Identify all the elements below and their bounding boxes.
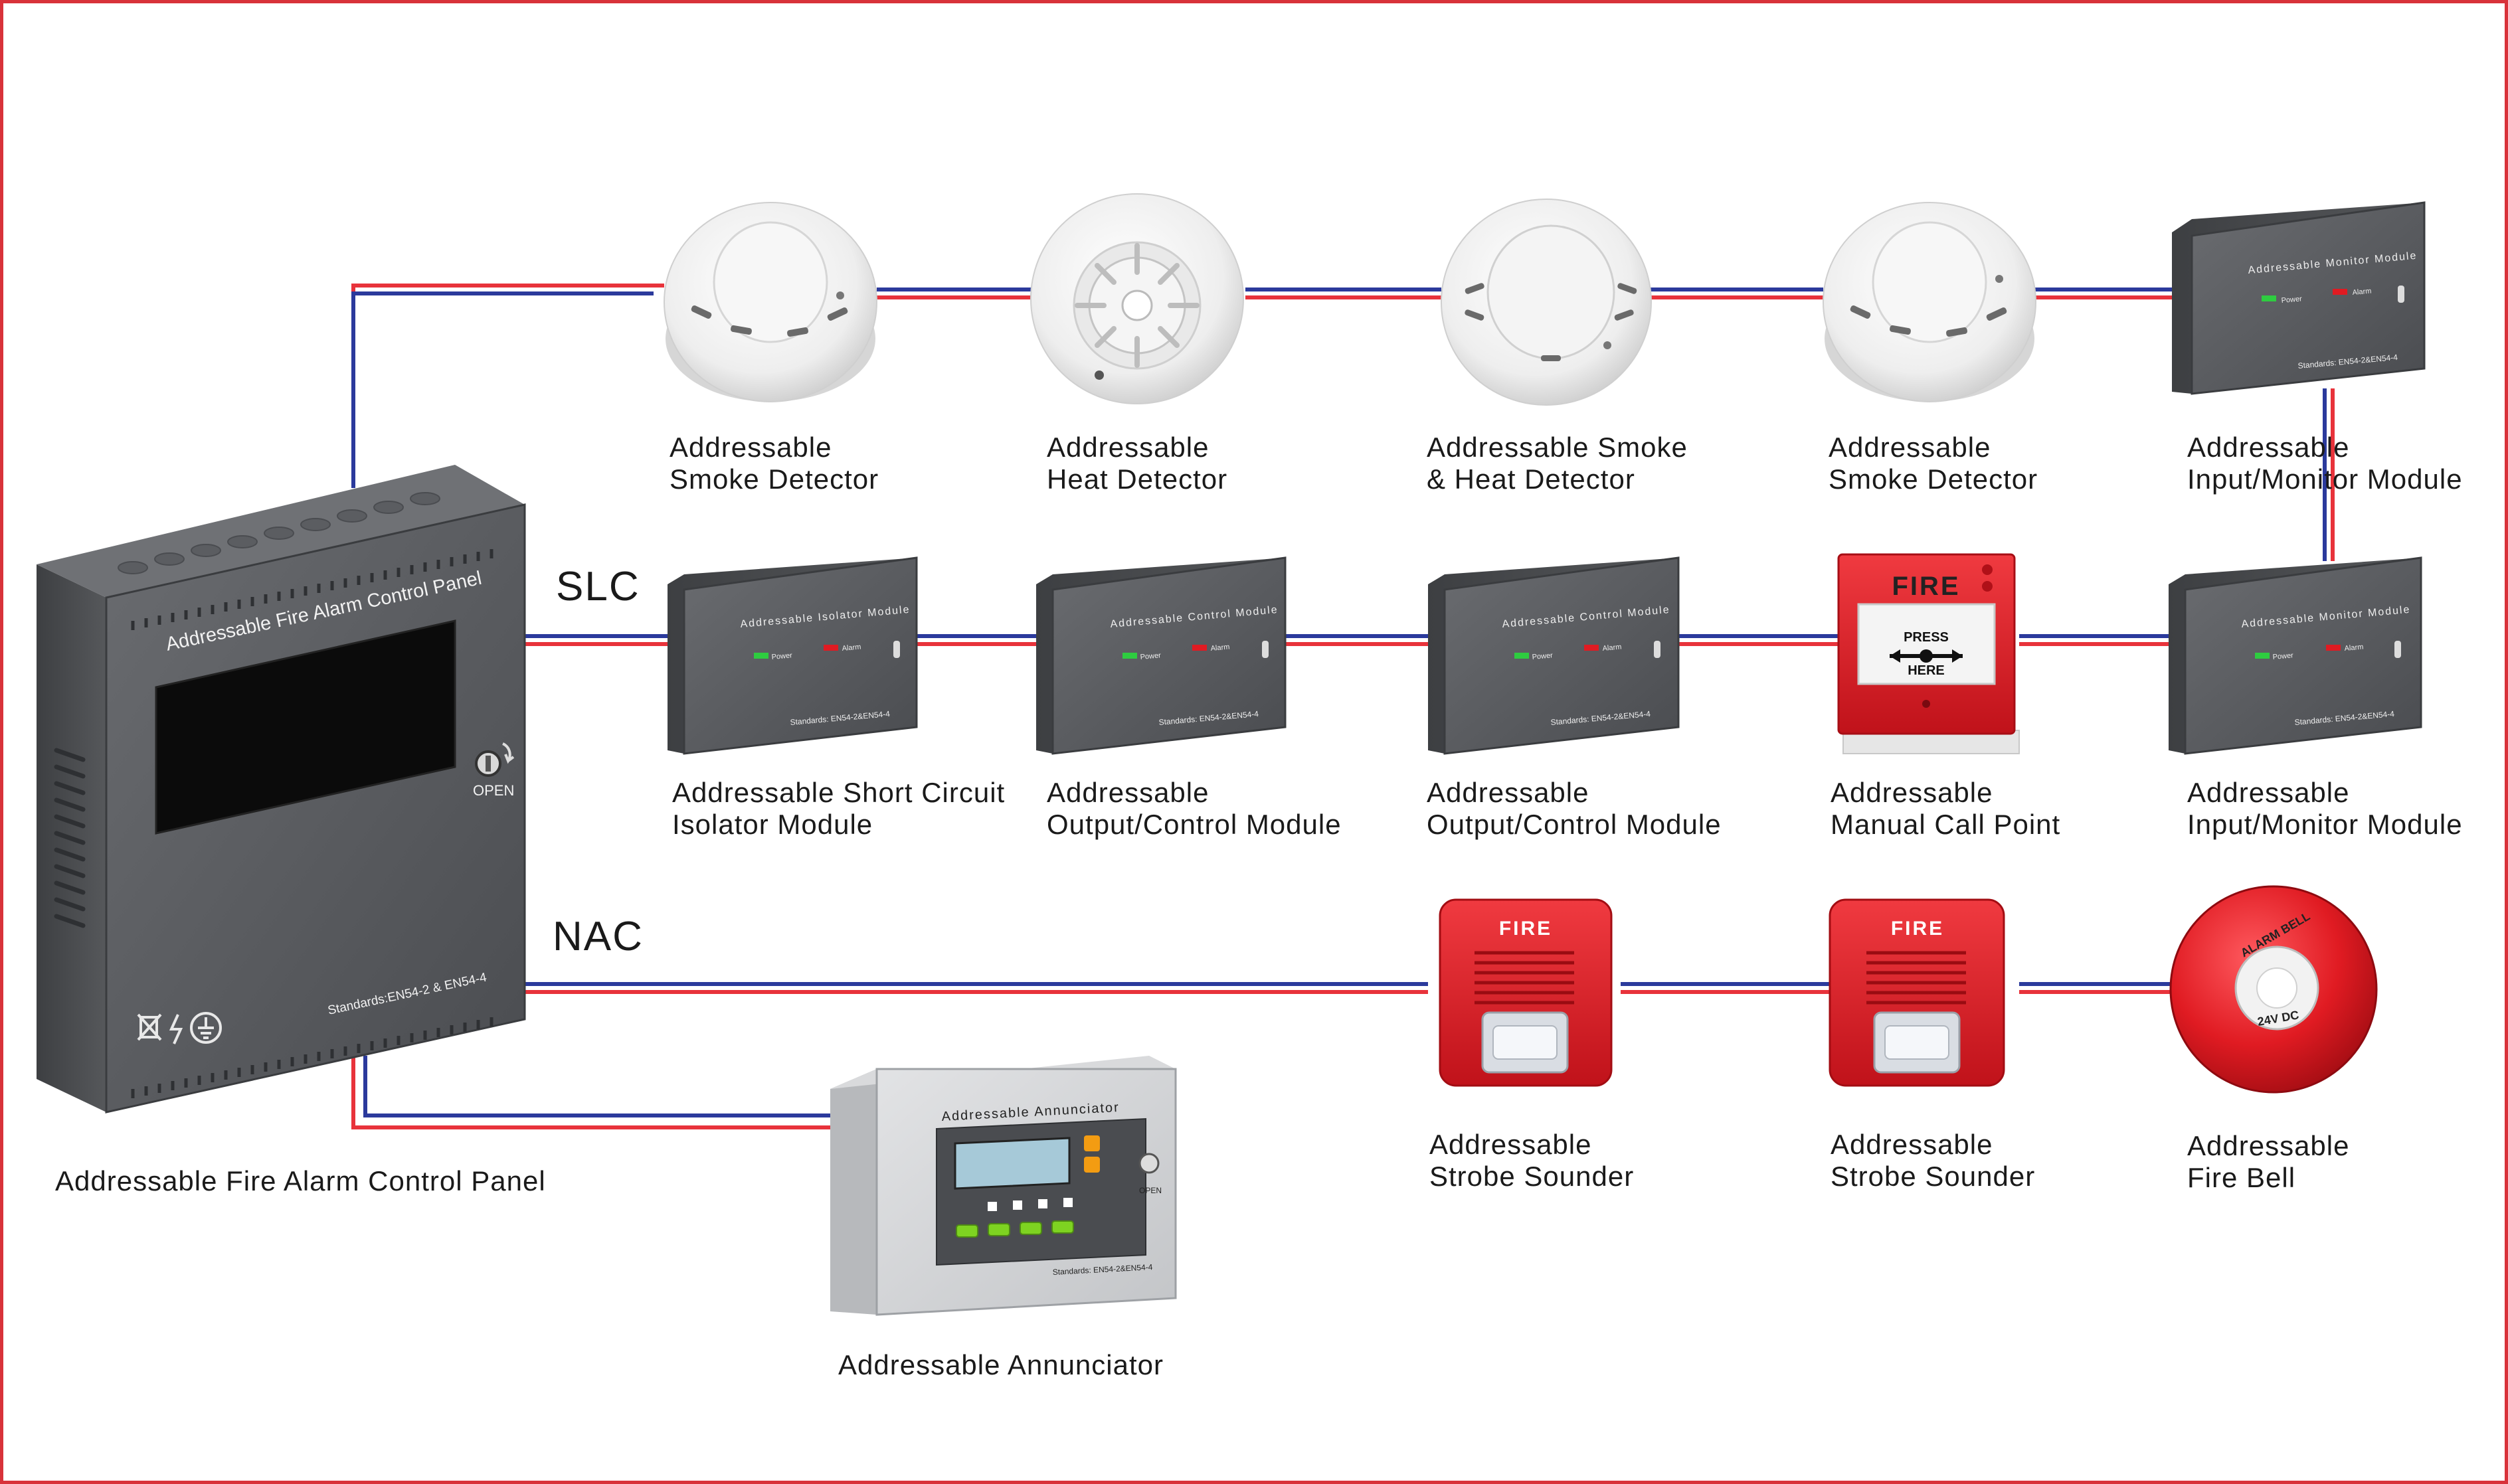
label-line: Addressable [1047, 432, 1209, 463]
heat-detector [1030, 193, 1244, 404]
label-line: Addressable [1831, 1129, 1993, 1160]
label-smoke-detector-1: Addressable Smoke Detector [670, 432, 879, 495]
call-point-fire-text: FIRE [1892, 572, 1960, 601]
label-smoke-heat-detector: Addressable Smoke & Heat Detector [1427, 432, 1688, 495]
strobe2-fire-text: FIRE [1891, 918, 1944, 940]
isolator-power-text: Power [771, 651, 792, 661]
annunciator-lcd [954, 1137, 1071, 1190]
label-line: Addressable [2187, 777, 2350, 808]
panel-open-text: OPEN [473, 782, 514, 799]
monitor2-power-text: Power [2272, 651, 2293, 661]
label-line: Strobe Sounder [1429, 1161, 1635, 1192]
label-line: Output/Control Module [1047, 809, 1342, 840]
label-line: Addressable [1427, 777, 1589, 808]
label-line: Smoke Detector [1829, 463, 2038, 495]
annunciator-open-text: OPEN [1139, 1186, 1162, 1195]
label-line: Input/Monitor Module [2187, 809, 2463, 840]
label-line: & Heat Detector [1427, 463, 1635, 495]
label-heat-detector: Addressable Heat Detector [1047, 432, 1227, 495]
label-line: Addressable [1831, 777, 1993, 808]
label-strobe-sounder-2: Addressable Strobe Sounder [1831, 1129, 2035, 1193]
nac-wiring [351, 982, 2172, 1129]
input-monitor-module-2 [2169, 556, 2422, 755]
label-line: Output/Control Module [1427, 809, 1722, 840]
label-control-panel: Addressable Fire Alarm Control Panel [55, 1165, 546, 1197]
label-line: Isolator Module [672, 809, 873, 840]
control2-power-text: Power [1532, 651, 1553, 661]
control2-alarm-text: Alarm [1602, 643, 1622, 653]
label-line: Addressable Smoke [1427, 432, 1688, 463]
monitor1-alarm-text: Alarm [2352, 288, 2372, 297]
smoke-detector-1 [664, 202, 877, 402]
label-output-control-module-2: Addressable Output/Control Module [1427, 777, 1722, 841]
label-line: Fire Bell [2187, 1162, 2296, 1193]
call-point-here-text: HERE [1908, 663, 1945, 678]
input-monitor-module-1 [2172, 201, 2426, 395]
label-line: Input/Monitor Module [2187, 463, 2463, 495]
label-manual-call-point: Addressable Manual Call Point [1831, 777, 2060, 841]
addressable-annunciator [830, 1056, 1177, 1316]
strobe1-fire-text: FIRE [1499, 918, 1552, 940]
label-output-control-module-1: Addressable Output/Control Module [1047, 777, 1342, 841]
label-smoke-detector-2: Addressable Smoke Detector [1829, 432, 2038, 495]
control1-alarm-text: Alarm [1210, 643, 1230, 653]
label-line: Addressable Fire Alarm Control Panel [55, 1165, 546, 1196]
label-line: Addressable [1829, 432, 1991, 463]
fire-bell [2169, 885, 2378, 1094]
label-line: Addressable Short Circuit [672, 777, 1006, 808]
label-annunciator: Addressable Annunciator [838, 1349, 1164, 1381]
label-line: Manual Call Point [1831, 809, 2061, 840]
monitor2-alarm-text: Alarm [2344, 643, 2364, 653]
panel-safety-symbols-icon [137, 1012, 222, 1044]
fire-alarm-control-panel [37, 465, 526, 1113]
label-isolator-module: Addressable Short Circuit Isolator Modul… [672, 777, 1005, 841]
label-line: Addressable [1429, 1129, 1592, 1160]
control1-power-text: Power [1140, 651, 1161, 661]
smoke-heat-detector [1441, 199, 1652, 406]
slc-bus-label: SLC [556, 564, 640, 610]
label-input-monitor-module-1: Addressable Input/Monitor Module [2187, 432, 2463, 495]
label-input-monitor-module-2: Addressable Input/Monitor Module [2187, 777, 2463, 841]
label-strobe-sounder-1: Addressable Strobe Sounder [1429, 1129, 1634, 1193]
short-circuit-isolator-module [668, 556, 918, 755]
output-control-module-1 [1036, 556, 1287, 755]
label-line: Addressable [1047, 777, 1209, 808]
monitor1-power-text: Power [2281, 295, 2302, 305]
label-fire-bell: Addressable Fire Bell [2187, 1130, 2349, 1194]
strobe-sounder-1 [1439, 898, 1613, 1087]
label-line: Addressable Annunciator [838, 1349, 1164, 1380]
call-point-press-text: PRESS [1904, 630, 1949, 645]
strobe-sounder-2 [1829, 898, 2005, 1087]
nac-bus-label: NAC [553, 914, 644, 959]
label-line: Heat Detector [1047, 463, 1228, 495]
label-line: Addressable [2187, 1130, 2350, 1161]
smoke-detector-2 [1823, 202, 2036, 402]
label-line: Smoke Detector [670, 463, 879, 495]
output-control-module-2 [1428, 556, 1680, 755]
slc-loop-wiring [351, 284, 2335, 646]
label-line: Addressable [2187, 432, 2350, 463]
panel-display-screen [155, 619, 456, 835]
manual-call-point [1837, 553, 2020, 754]
label-line: Addressable [670, 432, 832, 463]
isolator-alarm-text: Alarm [842, 643, 861, 653]
label-line: Strobe Sounder [1831, 1161, 2036, 1192]
